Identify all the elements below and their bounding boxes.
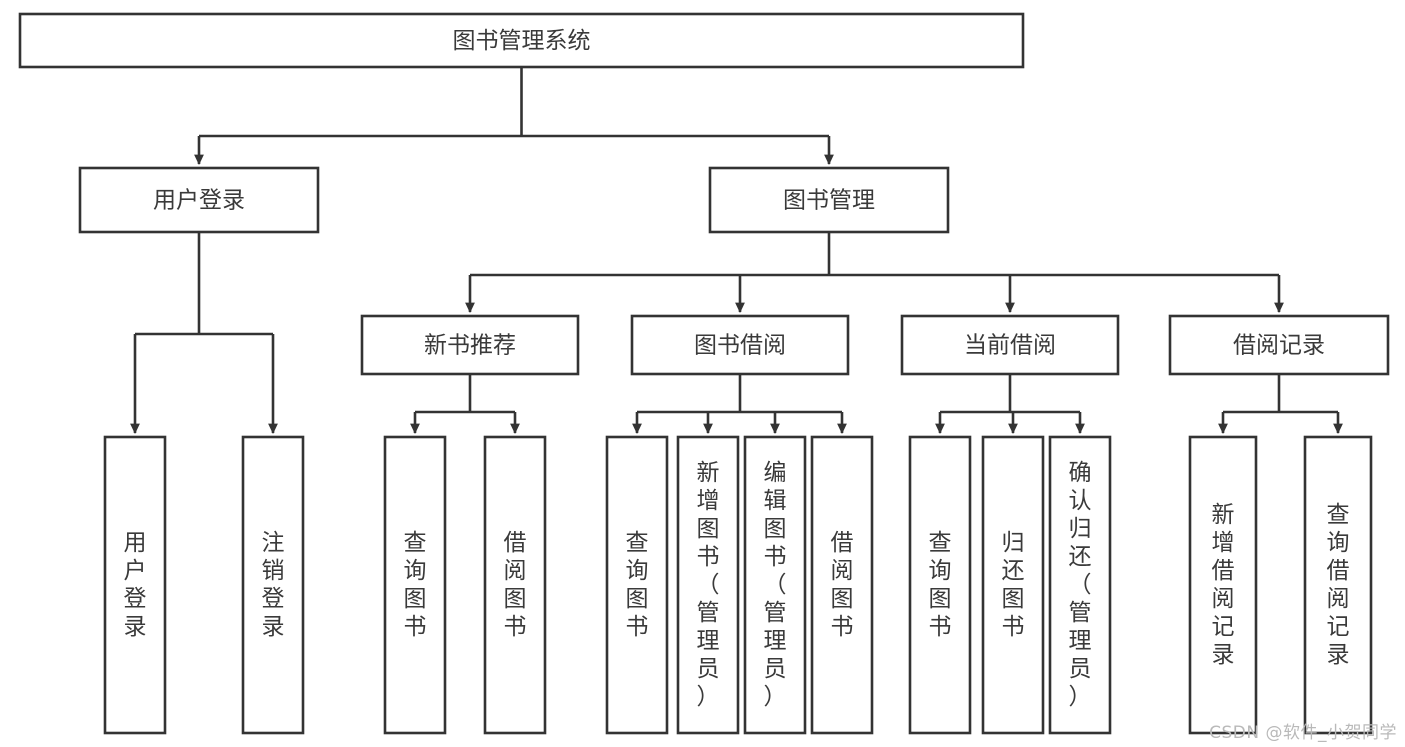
leaf-node-borrow-book-new[interactable]: 借阅图书 — [483, 435, 547, 735]
leaf-node-user-login-box — [103, 435, 167, 735]
node-new-book-recommend[interactable]: 新书推荐 — [360, 314, 580, 376]
leaf-node-query-book-current-label: 查询图书 — [929, 530, 952, 640]
node-root-system-label: 图书管理系统 — [453, 28, 591, 54]
node-user-login-label: 用户登录 — [153, 188, 245, 214]
leaf-node-user-login-label: 用户登录 — [124, 530, 147, 640]
leaf-node-query-book-borrow[interactable]: 查询图书 — [605, 435, 669, 735]
leaf-node-user-login[interactable]: 用户登录 — [103, 435, 167, 735]
leaf-node-query-book-borrow-label: 查询图书 — [626, 530, 649, 640]
leaf-node-edit-book-admin-box — [743, 435, 807, 735]
leaf-node-add-borrow-record-box — [1188, 435, 1258, 735]
node-book-borrow[interactable]: 图书借阅 — [630, 314, 850, 376]
leaf-node-logout-box — [241, 435, 305, 735]
leaf-node-edit-book-admin[interactable]: 编辑图书（管理员） — [743, 435, 807, 735]
node-root-system-box — [18, 12, 1025, 69]
leaf-node-query-borrow-record-box — [1303, 435, 1373, 735]
node-current-borrow-label: 当前借阅 — [964, 333, 1056, 359]
leaf-node-query-book-current-box — [908, 435, 972, 735]
leaf-node-edit-book-admin-label: 编辑图书（管理员） — [764, 460, 787, 710]
watermark-text: CSDN @软件_小贺同学 — [1209, 723, 1397, 743]
node-user-login-box — [78, 166, 320, 234]
node-book-manage[interactable]: 图书管理 — [708, 166, 950, 234]
leaf-node-add-book-admin-label: 新增图书（管理员） — [697, 460, 720, 710]
connectors — [130, 67, 1343, 435]
leaf-node-borrow-book[interactable]: 借阅图书 — [810, 435, 874, 735]
leaf-node-query-borrow-record-label: 查询借阅记录 — [1327, 502, 1350, 668]
leaf-node-add-borrow-record[interactable]: 新增借阅记录 — [1188, 435, 1258, 735]
leaf-node-borrow-book-box — [810, 435, 874, 735]
leaf-node-logout[interactable]: 注销登录 — [241, 435, 305, 735]
leaf-node-query-book-current[interactable]: 查询图书 — [908, 435, 972, 735]
leaf-node-add-book-admin-box — [676, 435, 740, 735]
leaf-node-add-borrow-record-label: 新增借阅记录 — [1212, 502, 1235, 668]
leaf-node-query-borrow-record[interactable]: 查询借阅记录 — [1303, 435, 1373, 735]
node-new-book-recommend-label: 新书推荐 — [424, 333, 516, 359]
node-book-borrow-box — [630, 314, 850, 376]
leaf-node-confirm-return-admin-label: 确认归还（管理员） — [1069, 460, 1092, 710]
leaf-node-query-book-borrow-box — [605, 435, 669, 735]
node-book-borrow-label: 图书借阅 — [694, 333, 786, 359]
node-new-book-recommend-box — [360, 314, 580, 376]
leaf-node-confirm-return-admin-box — [1048, 435, 1112, 735]
leaf-node-query-book-new[interactable]: 查询图书 — [383, 435, 447, 735]
node-current-borrow-box — [900, 314, 1120, 376]
node-root-system[interactable]: 图书管理系统 — [18, 12, 1025, 69]
leaf-node-return-book-label: 归还图书 — [1002, 530, 1025, 640]
leaf-node-borrow-book-new-label: 借阅图书 — [504, 530, 527, 640]
leaf-node-logout-label: 注销登录 — [262, 530, 285, 640]
leaf-node-add-book-admin[interactable]: 新增图书（管理员） — [676, 435, 740, 735]
node-user-login[interactable]: 用户登录 — [78, 166, 320, 234]
node-borrow-record-label: 借阅记录 — [1233, 333, 1325, 359]
leaf-node-query-book-new-label: 查询图书 — [404, 530, 427, 640]
leaf-node-return-book[interactable]: 归还图书 — [981, 435, 1045, 735]
leaf-node-return-book-box — [981, 435, 1045, 735]
node-borrow-record-box — [1168, 314, 1390, 376]
node-current-borrow[interactable]: 当前借阅 — [900, 314, 1120, 376]
node-book-manage-box — [708, 166, 950, 234]
node-book-manage-label: 图书管理 — [783, 188, 875, 214]
node-borrow-record[interactable]: 借阅记录 — [1168, 314, 1390, 376]
leaf-node-borrow-book-new-box — [483, 435, 547, 735]
leaf-node-confirm-return-admin[interactable]: 确认归还（管理员） — [1048, 435, 1112, 735]
leaf-node-borrow-book-label: 借阅图书 — [831, 530, 854, 640]
leaf-node-query-book-new-box — [383, 435, 447, 735]
